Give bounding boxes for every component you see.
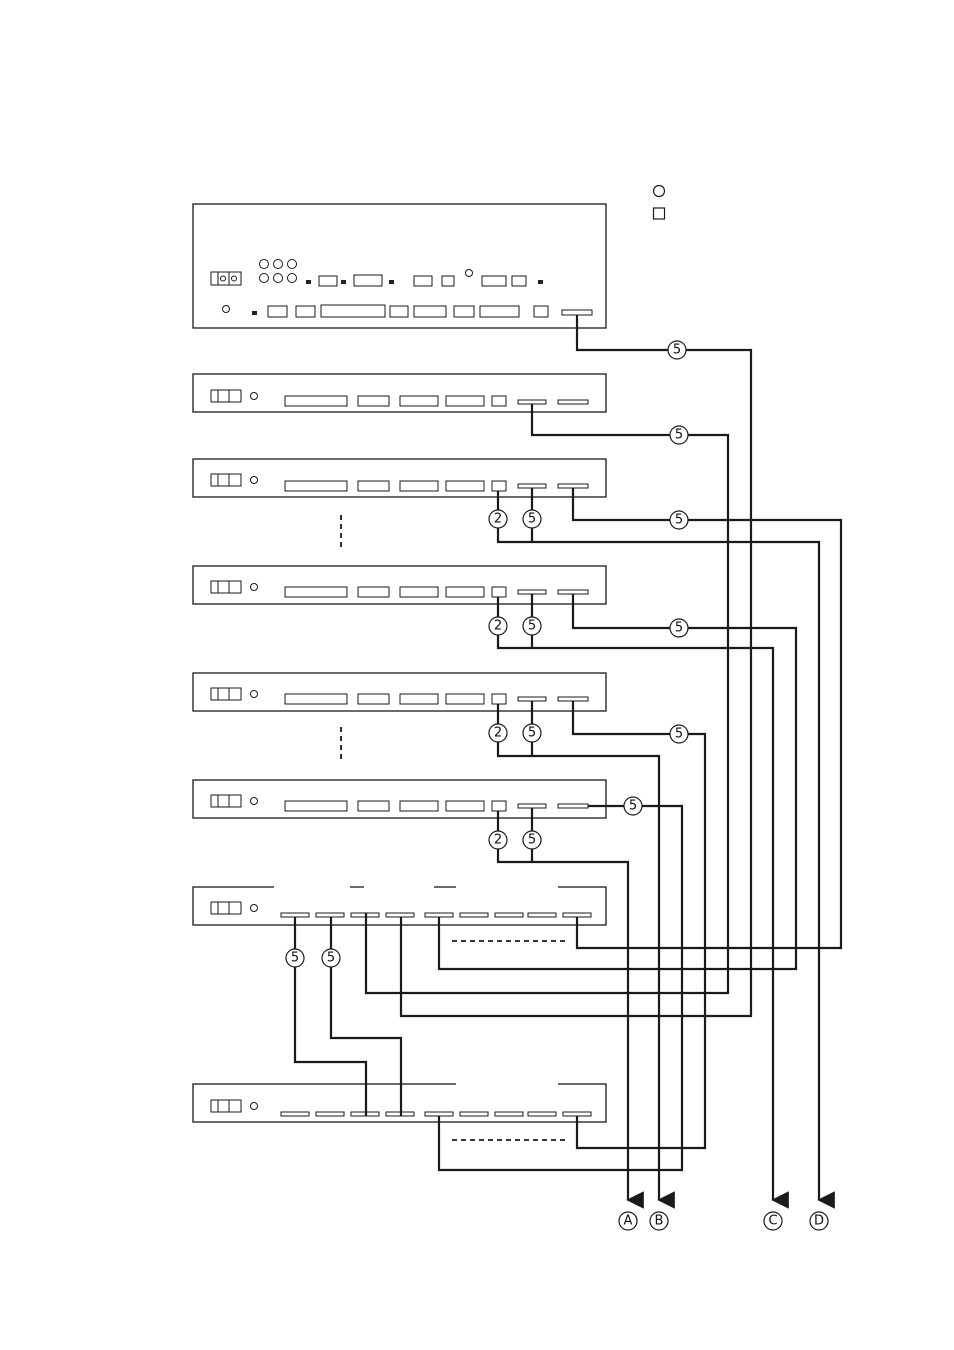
cable-5-tag: 5 (286, 949, 304, 967)
cable-2-tag: 2 (489, 617, 507, 635)
cable-5-tag: 5 (523, 724, 541, 742)
cable-5-tag: 5 (670, 511, 688, 529)
power-terminal-block (211, 272, 241, 285)
cable-5-tag: 5 (670, 619, 688, 637)
svg-text:5: 5 (675, 428, 683, 443)
cable-5-tag: 5 (670, 426, 688, 444)
cable-5-tag: 5 (670, 725, 688, 743)
svg-text:5: 5 (528, 726, 536, 741)
cable-5-tag: 5 (523, 617, 541, 635)
cable-2-tag: 2 (489, 510, 507, 528)
svg-text:5: 5 (528, 833, 536, 848)
legend (654, 186, 665, 220)
svg-text:2: 2 (494, 512, 502, 527)
svg-text:A: A (624, 1214, 633, 1229)
wire-to-destination-b (498, 704, 659, 1200)
svg-text:5: 5 (675, 513, 683, 528)
svg-text:5: 5 (675, 621, 683, 636)
svg-text:5: 5 (675, 727, 683, 742)
cable-5-tag: 5 (523, 510, 541, 528)
destination-a: A (619, 1212, 637, 1230)
svg-text:5: 5 (291, 951, 299, 966)
svg-text:2: 2 (494, 619, 502, 634)
main-unit-lower-connectors (252, 305, 592, 317)
svg-text:D: D (814, 1214, 824, 1229)
hub-unit-2 (193, 1084, 606, 1122)
cable-5-tag: 5 (668, 341, 686, 359)
svg-text:C: C (768, 1214, 777, 1229)
legend-square-symbol (654, 208, 665, 219)
legend-circle-symbol (654, 186, 665, 197)
cable-5-tag: 5 (322, 949, 340, 967)
expansion-module-1 (193, 374, 606, 412)
svg-text:5: 5 (629, 799, 637, 814)
main-control-unit (193, 204, 606, 328)
destination-markers: A B C D (619, 1212, 828, 1230)
expansion-module-3 (193, 566, 606, 604)
svg-text:2: 2 (494, 726, 502, 741)
cable-5-tag: 5 (624, 797, 642, 815)
cable-5-tag: 5 (523, 831, 541, 849)
destination-d: D (810, 1212, 828, 1230)
svg-text:5: 5 (327, 951, 335, 966)
svg-text:2: 2 (494, 833, 502, 848)
svg-text:5: 5 (528, 512, 536, 527)
destination-c: C (764, 1212, 782, 1230)
wiring (295, 315, 841, 1200)
hub-unit-1 (193, 887, 606, 925)
svg-text:5: 5 (673, 343, 681, 358)
wire-to-destination-a (498, 811, 628, 1200)
destination-b: B (650, 1212, 668, 1230)
expansion-module-2 (193, 459, 606, 497)
cable-2-tag: 2 (489, 831, 507, 849)
svg-text:B: B (655, 1214, 664, 1229)
expansion-module-4 (193, 673, 606, 711)
expansion-module-5 (193, 780, 606, 818)
cable-2-tag: 2 (489, 724, 507, 742)
wire-module2-to-hub1 (573, 488, 841, 948)
svg-text:5: 5 (528, 619, 536, 634)
